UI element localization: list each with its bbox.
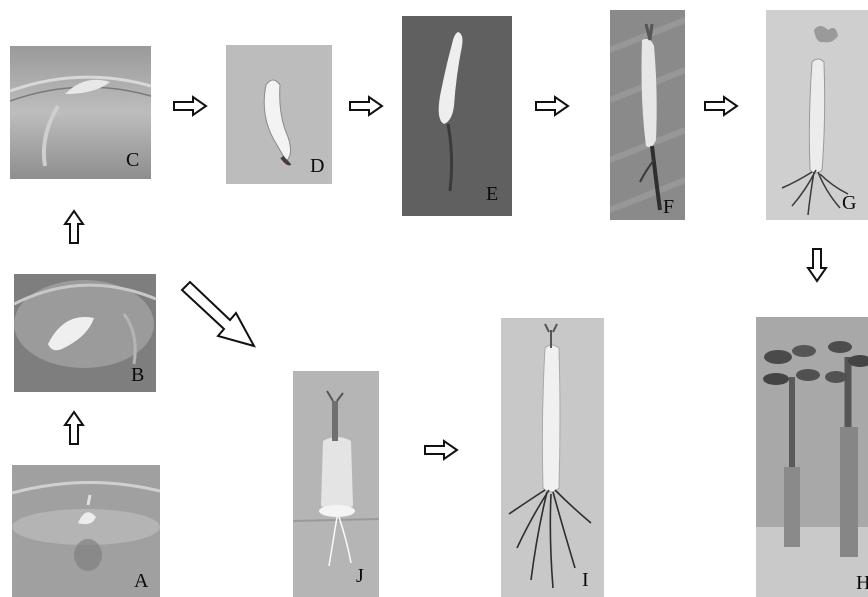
arrow-g-to-h xyxy=(807,248,827,282)
arrow-j-to-i xyxy=(424,440,458,460)
panel-label-f: F xyxy=(663,197,674,217)
arrow-c-to-d xyxy=(173,96,207,116)
panel-label-e: E xyxy=(486,184,498,204)
panel-f: F xyxy=(610,10,685,220)
panel-g: G xyxy=(766,10,868,220)
panel-d: D xyxy=(226,45,332,184)
arrow-d-to-e xyxy=(349,96,383,116)
panel-label-j: J xyxy=(356,566,364,586)
panel-label-b: B xyxy=(131,365,144,385)
panel-e: E xyxy=(402,16,512,216)
arrow-f-to-g xyxy=(704,96,738,116)
panel-j: J xyxy=(293,371,379,597)
panel-label-g: G xyxy=(842,193,856,213)
panel-h: H xyxy=(756,317,868,597)
arrow-b-to-c xyxy=(64,210,84,244)
panel-label-d: D xyxy=(310,156,324,176)
panel-a: A xyxy=(12,465,160,597)
panel-b: B xyxy=(14,274,156,392)
panel-label-i: I xyxy=(582,570,589,590)
panel-label-h: H xyxy=(856,573,868,593)
arrow-a-to-b xyxy=(64,411,84,445)
arrow-e-to-f xyxy=(535,96,569,116)
arrow-b-to-j xyxy=(178,280,258,350)
panel-c: C xyxy=(10,46,151,179)
panel-label-c: C xyxy=(126,150,139,170)
panel-i: I xyxy=(501,318,604,597)
panel-label-a: A xyxy=(134,571,148,591)
